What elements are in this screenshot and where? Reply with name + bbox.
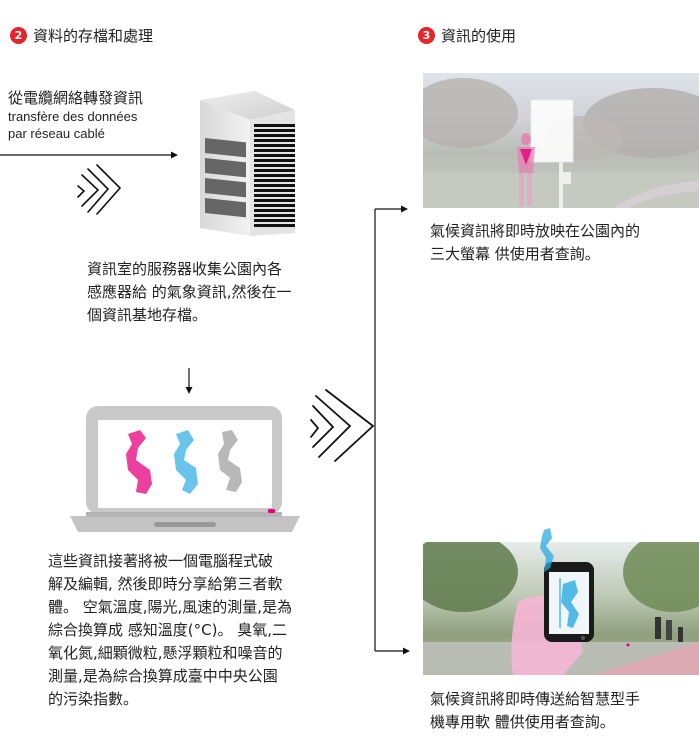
park-screen-photo xyxy=(423,73,699,208)
laptop-icon xyxy=(70,406,300,532)
step-2-heading: 2 資料的存檔和處理 xyxy=(10,25,153,46)
cable-transfer-label: 從電纜網絡轉發資訊 transfère des données par rése… xyxy=(8,88,143,142)
server-description: 資訊室的服務器收集公園內各 感應器給 的氣象資訊,然後在一 個資訊基地存檔。 xyxy=(87,258,292,327)
wireless-signal-icon xyxy=(77,164,122,215)
text-line: 氣候資訊將即時傳送給智慧型手 xyxy=(430,690,641,708)
text-line: 氧化氮,細顆微粒,懸浮顆粒和噪音的 xyxy=(48,644,283,662)
text-line: 測量,是為綜合換算成臺中中央公園 xyxy=(48,667,278,685)
phone-description: 氣候資訊將即時傳送給智慧型手 機專用軟 體供使用者查詢。 xyxy=(430,688,640,734)
step-number-badge: 3 xyxy=(418,27,435,44)
magenta-data-shape xyxy=(126,430,152,494)
step-number-badge: 2 xyxy=(10,27,27,44)
cable-label-fr-line1: transfère des données xyxy=(8,109,138,124)
cyan-data-plume xyxy=(540,528,554,572)
text-line: 的污染指數。 xyxy=(48,690,139,708)
text-line: 綜合換算成 感知溫度(°C)。 臭氧,二 xyxy=(48,621,287,639)
text-line: 資訊室的服務器收集公園內各 xyxy=(87,260,283,278)
text-line: 解及編輯, 然後即時分享給第三者軟 xyxy=(48,575,283,593)
screen-description: 氣候資訊將即時放映在公園內的 三大螢幕 供使用者查詢。 xyxy=(430,220,640,266)
step-3-title: 資訊的使用 xyxy=(441,27,517,45)
server-tower-icon xyxy=(200,91,295,236)
text-line: 三大螢幕 供使用者查詢。 xyxy=(430,245,600,263)
computer-description: 這些資訊接著將被一個電腦程式破 解及編輯, 然後即時分享給第三者軟 體。 空氣溫… xyxy=(48,550,292,711)
step-3-heading: 3 資訊的使用 xyxy=(418,25,516,46)
text-line: 氣候資訊將即時放映在公園內的 xyxy=(430,222,641,240)
text-line: 機專用軟 體供使用者查詢。 xyxy=(430,713,615,731)
cable-label-cn: 從電纜網絡轉發資訊 xyxy=(8,89,144,107)
text-line: 個資訊基地存檔。 xyxy=(87,306,208,324)
step-2-title: 資料的存檔和處理 xyxy=(33,27,154,45)
cyan-data-shape xyxy=(174,430,198,494)
text-line: 體。 空氣溫度,陽光,風速的測量,是為 xyxy=(48,598,293,616)
gray-data-shape xyxy=(218,430,242,492)
text-line: 這些資訊接著將被一個電腦程式破 xyxy=(48,552,274,570)
text-line: 感應器給 的氣象資訊,然後在一 xyxy=(87,283,292,301)
smartphone-app-photo xyxy=(423,542,699,675)
cable-label-fr-line2: par réseau cablé xyxy=(8,126,105,141)
wireless-signal-icon xyxy=(310,389,375,462)
